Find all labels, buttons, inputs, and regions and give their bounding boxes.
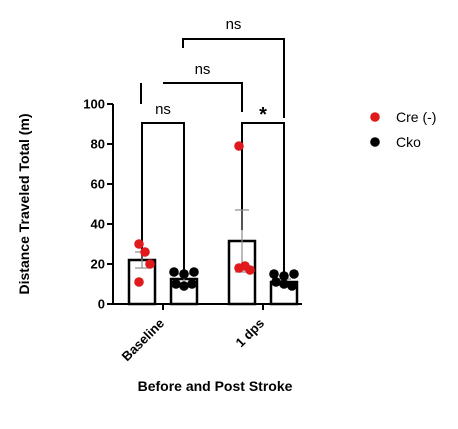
data-point xyxy=(189,267,199,277)
y-tick-label: 80 xyxy=(91,137,105,152)
data-point xyxy=(269,269,279,279)
y-tick-label: 100 xyxy=(83,97,105,112)
data-point xyxy=(279,271,289,281)
significance-label: ns xyxy=(226,16,242,33)
data-point xyxy=(187,279,197,289)
data-point xyxy=(289,269,299,279)
data-point xyxy=(234,141,244,151)
x-tick-label: Baseline xyxy=(119,316,167,364)
data-point xyxy=(171,279,181,289)
x-axis-title: Before and Post Stroke xyxy=(138,378,293,394)
data-points xyxy=(134,141,299,291)
significance-bracket xyxy=(241,122,285,282)
data-point xyxy=(169,267,179,277)
y-axis-title: Distance Traveled Total (m) xyxy=(16,113,32,294)
significance-label: * xyxy=(259,104,267,126)
data-point xyxy=(145,259,155,269)
significance-bracket xyxy=(163,82,243,112)
legend-label: Cko xyxy=(396,134,421,150)
significance-brackets: ns * ns ns xyxy=(140,16,285,282)
data-point xyxy=(279,279,289,289)
data-point xyxy=(245,265,255,275)
legend-marker xyxy=(370,112,380,122)
data-point xyxy=(179,281,189,291)
legend-marker xyxy=(370,137,380,147)
data-point xyxy=(140,247,150,257)
data-point xyxy=(134,239,144,249)
significance-label: ns xyxy=(155,101,171,118)
significance-bracket xyxy=(182,38,285,118)
data-point xyxy=(134,277,144,287)
error-bars xyxy=(135,209,291,286)
y-tick-label: 0 xyxy=(98,297,105,312)
legend: Cre (-) Cko xyxy=(370,109,436,150)
significance-label: ns xyxy=(195,61,211,78)
data-point xyxy=(271,277,281,287)
significance-bracket xyxy=(141,122,185,279)
y-tick-label: 60 xyxy=(91,177,105,192)
legend-label: Cre (-) xyxy=(396,109,436,125)
data-point xyxy=(234,263,244,273)
data-point xyxy=(287,281,297,291)
x-tick-label: 1 dps xyxy=(232,316,267,351)
y-tick-label: 20 xyxy=(91,257,105,272)
y-tick-label: 40 xyxy=(91,217,105,232)
data-point xyxy=(179,269,189,279)
